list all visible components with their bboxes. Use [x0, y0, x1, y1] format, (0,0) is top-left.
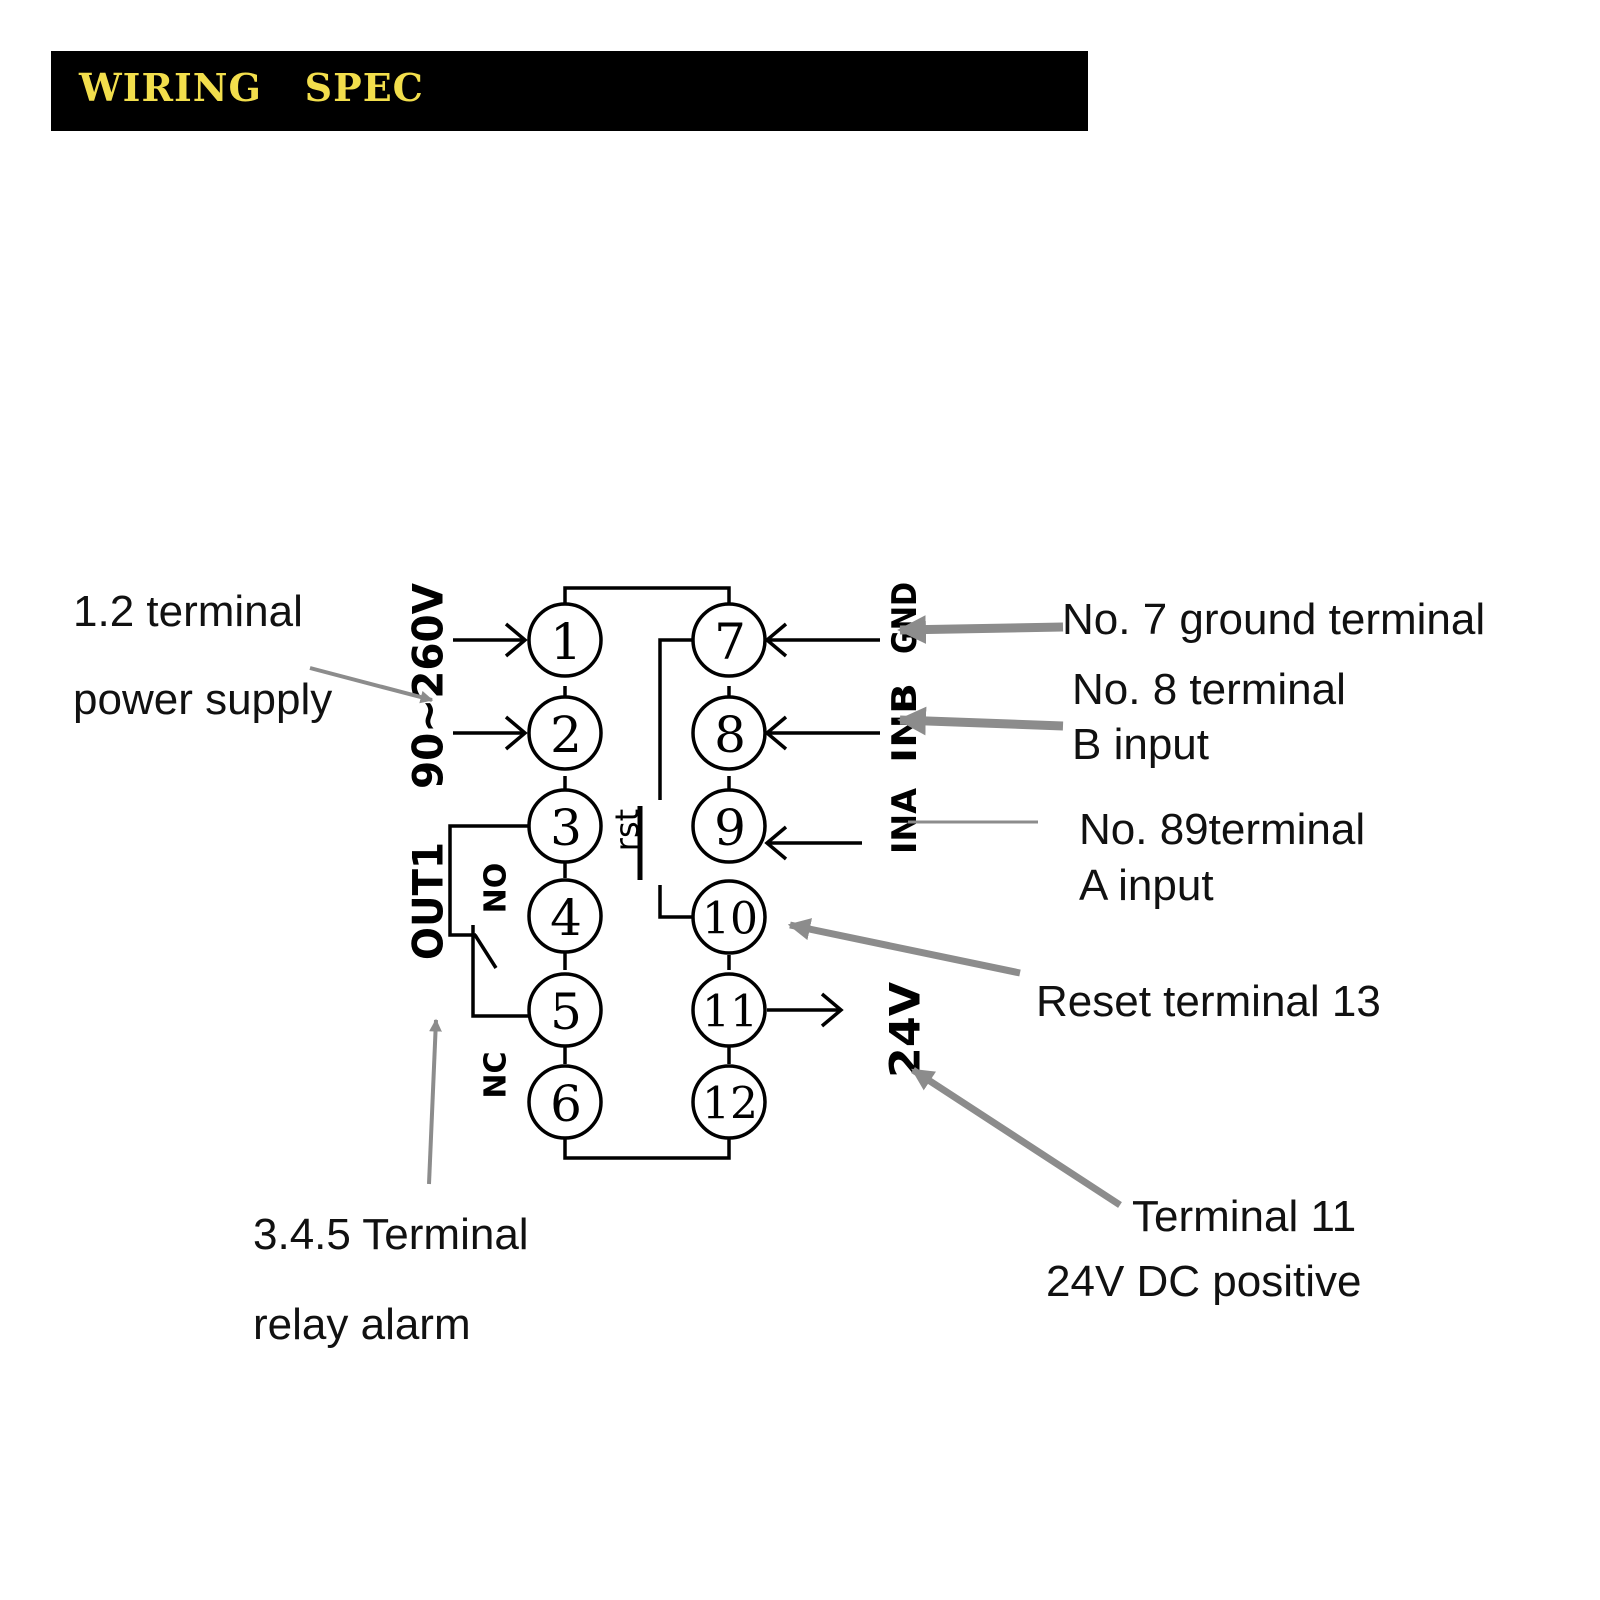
label-no: NO: [479, 863, 514, 914]
terminal-circle-11: [691, 972, 767, 1048]
relay-switch-blade: [473, 934, 498, 969]
label-out1: OUT1: [404, 842, 453, 960]
callout-reset: Reset terminal 13: [1036, 977, 1381, 1026]
callout-power-line1: 1.2 terminal: [73, 587, 303, 636]
terminal-number-8: 8: [714, 706, 746, 764]
arrow-b-input: [897, 706, 1064, 736]
header-bar: WIRING SPEC: [51, 51, 1088, 131]
terminal-number-12: 12: [702, 1079, 758, 1130]
terminal-circle-1: [527, 602, 603, 678]
callout-ground: No. 7 ground terminal: [1062, 595, 1486, 644]
terminal-circle-10: [691, 879, 767, 955]
terminal-number-1: 1: [550, 613, 582, 671]
terminal-number-2: 2: [550, 706, 582, 764]
label-gnd: GND: [885, 582, 925, 654]
callout-power-line2: power supply: [73, 675, 333, 724]
callout-a-line2: A input: [1079, 861, 1214, 910]
terminal-circle-2: [527, 695, 603, 771]
terminal-number-7: 7: [714, 613, 746, 671]
callout-b-line2: B input: [1072, 720, 1209, 769]
arrow-24v-dc: [911, 1067, 1122, 1208]
terminal-circle-7: [691, 602, 767, 678]
terminal-circle-8: [691, 695, 767, 771]
callout-b-line1: No. 8 terminal: [1072, 665, 1346, 714]
page-title: WIRING SPEC: [79, 65, 424, 110]
label-24v: 24V: [881, 981, 930, 1078]
reset-line-7: [658, 638, 693, 800]
terminal-number-6: 6: [550, 1075, 582, 1133]
terminal-circle-9: [691, 788, 767, 864]
relay-common-line: [448, 824, 529, 937]
label-nc: NC: [479, 1051, 514, 1098]
bottom-bridge-line: [563, 1122, 731, 1160]
wiring-lines: [448, 586, 880, 1160]
terminal-circle-4: [527, 878, 603, 954]
label-power-voltage: 90~260V: [404, 583, 453, 789]
terminal-number-9: 9: [714, 799, 746, 857]
terminal-circle-12: [691, 1064, 767, 1140]
top-bridge-line: [563, 586, 731, 612]
relay-nc-line: [471, 925, 529, 1018]
arrow-ground: [897, 615, 1064, 644]
callout-dc-line2: 24V DC positive: [1046, 1257, 1362, 1306]
callout-relay-line2: relay alarm: [253, 1300, 471, 1349]
terminal-numbers: 1 2 3 4 5 6 7 8 9 10 11 12: [550, 613, 758, 1133]
label-rst: rst: [608, 809, 646, 851]
callout-dc-line1: Terminal 11: [1132, 1192, 1357, 1241]
arrow-relay-alarm: [427, 1018, 442, 1185]
callout-a-line1: No. 89terminal: [1079, 805, 1366, 854]
diagram-labels: 90~260V OUT1 NO NC rst GND INB INA 24V: [404, 582, 930, 1099]
arrow-reset: [787, 918, 1021, 977]
terminal-number-5: 5: [550, 983, 582, 1041]
arrow-power-supply: [309, 666, 434, 704]
callout-arrows: [309, 615, 1122, 1208]
terminal-number-10: 10: [702, 894, 758, 945]
terminal-circle-3: [527, 788, 603, 864]
terminal-circle-5: [527, 972, 603, 1048]
terminal-circle-6: [527, 1064, 603, 1140]
terminal-number-3: 3: [550, 799, 582, 857]
terminal-number-4: 4: [550, 889, 582, 947]
reset-line-10: [658, 885, 693, 919]
callout-relay-line1: 3.4.5 Terminal: [253, 1210, 529, 1259]
terminal-circles: [527, 602, 767, 1140]
terminal-number-11: 11: [702, 987, 758, 1038]
